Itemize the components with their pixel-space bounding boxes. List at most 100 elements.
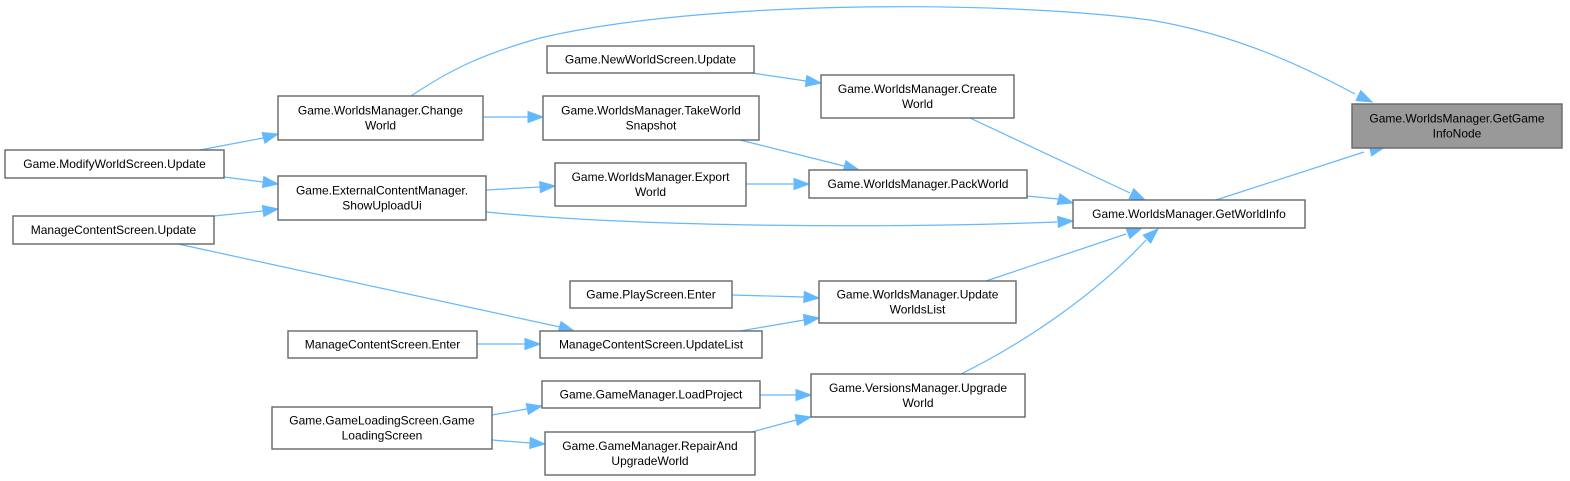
- node-label: ManageContentScreen.UpdateList: [559, 338, 744, 352]
- node-versions-upgradeworld[interactable]: Game.VersionsManager.UpgradeWorld: [810, 373, 1026, 418]
- arrowhead-icon: [525, 402, 544, 416]
- edge-line: [177, 243, 561, 328]
- arrowhead-icon: [1056, 193, 1075, 206]
- arrowhead-icon: [1355, 89, 1374, 103]
- node-box[interactable]: [539, 330, 763, 359]
- arrowhead-icon: [1057, 215, 1075, 229]
- node-modifyworldscreen-update[interactable]: Game.ModifyWorldScreen.Update: [4, 149, 225, 179]
- node-box[interactable]: [541, 380, 761, 409]
- arrowhead-icon: [529, 436, 547, 450]
- node-box[interactable]: [810, 373, 1026, 418]
- arrowhead-icon: [793, 177, 811, 191]
- arrowhead-icon: [524, 337, 542, 351]
- arrowhead-icon: [261, 204, 280, 218]
- edge-line: [739, 139, 845, 167]
- node-box[interactable]: [808, 169, 1028, 199]
- edge-updateworldslist-to-getworldinfo: [985, 227, 1144, 282]
- node-box[interactable]: [820, 74, 1015, 119]
- node-label: Game.WorldsManager.PackWorld: [828, 177, 1009, 191]
- node-label: Game.WorldsManager.Export: [572, 170, 731, 184]
- node-label: World: [902, 396, 933, 410]
- node-label: Game.GameManager.RepairAnd: [562, 439, 737, 453]
- node-label: Game.WorldsManager.TakeWorld: [561, 104, 741, 118]
- node-label: Game.WorldsManager.Change: [298, 104, 464, 118]
- node-loadproject[interactable]: Game.GameManager.LoadProject: [541, 380, 761, 409]
- edge-repairandupgradeworld-to-versions-upgradeworld: [751, 413, 813, 433]
- edge-modifyworldscreen-update-to-showuploadui: [223, 175, 280, 189]
- node-box[interactable]: [542, 95, 760, 141]
- node-box[interactable]: [271, 406, 493, 450]
- edge-showuploadui-to-getworldinfo: [485, 211, 1075, 229]
- node-playscreen-enter[interactable]: Game.PlayScreen.Enter: [569, 280, 733, 309]
- arrowhead-icon: [261, 131, 280, 144]
- edge-changeworld-to-getgameinfonode: [410, 6, 1374, 103]
- node-box[interactable]: [277, 175, 487, 221]
- node-label: Game.GameLoadingScreen.Game: [289, 414, 475, 428]
- edge-line: [969, 117, 1131, 194]
- edge-exportworld-to-packworld: [746, 177, 811, 191]
- node-box[interactable]: [554, 162, 747, 207]
- node-managecontentscreen-enter[interactable]: ManageContentScreen.Enter: [287, 330, 478, 359]
- edge-line: [751, 419, 797, 433]
- edge-managecontentscreen-update-to-updatelist: [177, 243, 576, 333]
- node-gameloadingscreen[interactable]: Game.GameLoadingScreen.GameLoadingScreen: [271, 406, 493, 450]
- edge-line: [960, 239, 1147, 375]
- node-label: World: [635, 185, 666, 199]
- edge-gameloadingscreen-to-repairandupgradeworld: [491, 436, 547, 450]
- node-box[interactable]: [546, 45, 755, 74]
- edge-line: [751, 72, 807, 82]
- arrowhead-icon: [1128, 187, 1147, 201]
- edge-changeworld-to-takeworldsnapshot: [483, 110, 545, 124]
- arrowhead-icon: [803, 290, 821, 304]
- node-label: Game.GameManager.LoadProject: [560, 388, 743, 402]
- nodes-layer: Game.WorldsManager.GetGameInfoNodeGame.W…: [4, 45, 1563, 476]
- node-box[interactable]: [4, 149, 225, 179]
- node-label: InfoNode: [1433, 127, 1482, 141]
- node-label: Game.VersionsManager.Upgrade: [829, 381, 1007, 395]
- node-packworld[interactable]: Game.WorldsManager.PackWorld: [808, 169, 1028, 199]
- node-label: Game.NewWorldScreen.Update: [565, 53, 737, 67]
- edge-playscreen-enter-to-updateworldslist: [731, 290, 821, 304]
- arrowhead-icon: [794, 413, 813, 427]
- edge-gameloadingscreen-to-loadproject: [491, 402, 544, 416]
- node-managecontentscreen-update[interactable]: ManageContentScreen.Update: [12, 215, 215, 245]
- node-label: World: [365, 119, 396, 133]
- edge-versions-upgradeworld-to-getworldinfo: [960, 228, 1160, 375]
- edge-line: [1026, 195, 1059, 200]
- edge-line: [410, 6, 1356, 97]
- node-showuploadui[interactable]: Game.ExternalContentManager.ShowUploadUi: [277, 175, 487, 221]
- arrowhead-icon: [804, 74, 823, 88]
- node-box[interactable]: [569, 280, 733, 309]
- edge-line: [199, 137, 264, 151]
- node-newworldscreen-update[interactable]: Game.NewWorldScreen.Update: [546, 45, 755, 74]
- node-label: Game.PlayScreen.Enter: [586, 288, 715, 302]
- edge-line: [1215, 151, 1365, 201]
- node-box[interactable]: [277, 95, 484, 141]
- node-box[interactable]: [1072, 199, 1306, 229]
- node-label: Game.ModifyWorldScreen.Update: [23, 157, 206, 171]
- node-label: WorldsList: [890, 303, 946, 317]
- node-label: Game.WorldsManager.Create: [838, 82, 998, 96]
- node-box[interactable]: [12, 215, 215, 245]
- node-label: Game.WorldsManager.Update: [837, 288, 999, 302]
- node-box[interactable]: [818, 280, 1017, 324]
- node-box[interactable]: [544, 431, 756, 476]
- edge-modifyworldscreen-update-to-changeworld: [199, 131, 280, 151]
- arrowhead-icon: [1125, 227, 1144, 240]
- edge-updatelist-to-updateworldslist: [739, 313, 821, 332]
- node-box[interactable]: [287, 330, 478, 359]
- node-label: ManageContentScreen.Update: [31, 223, 197, 237]
- edge-takeworldsnapshot-to-packworld: [739, 139, 861, 173]
- node-getworldinfo[interactable]: Game.WorldsManager.GetWorldInfo: [1072, 199, 1306, 229]
- node-box[interactable]: [1351, 103, 1563, 149]
- node-updatelist[interactable]: ManageContentScreen.UpdateList: [539, 330, 763, 359]
- edge-line: [223, 176, 264, 183]
